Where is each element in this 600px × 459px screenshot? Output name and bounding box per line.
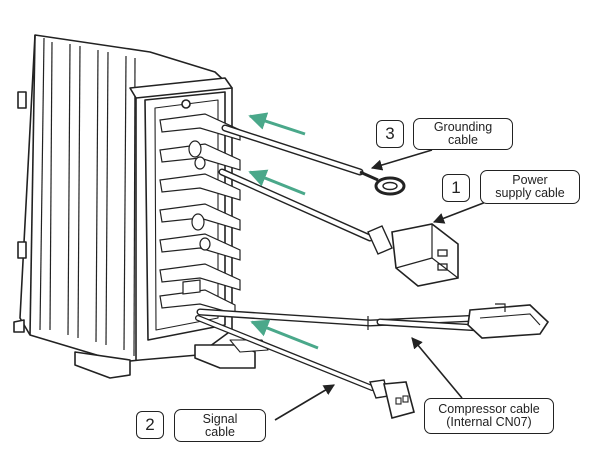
callout-number-1: 1 xyxy=(442,174,470,202)
grounding-cable xyxy=(221,124,406,196)
leader-arrows xyxy=(274,149,487,421)
control-box xyxy=(13,34,269,379)
compressor-cable-label-line2: (Internal CN07) xyxy=(446,415,532,429)
callout-number-3: 3 xyxy=(376,120,404,148)
grounding-cable-label-line2: cable xyxy=(448,133,478,147)
insertion-arrows xyxy=(248,112,319,350)
signal-cable-label-line2: cable xyxy=(205,424,235,439)
signal-cable xyxy=(195,315,415,419)
grounding-cable-label-line1: Grounding xyxy=(433,120,493,134)
compressor-cable xyxy=(196,303,550,339)
compressor-cable-label: Compressor cable (Internal CN07) xyxy=(424,398,554,434)
callout-number-2: 2 xyxy=(136,411,164,439)
power-supply-cable-label-line1: Power xyxy=(512,173,548,187)
power-supply-cable-label-line2: supply cable xyxy=(495,186,565,200)
power-supply-cable xyxy=(218,168,459,287)
compressor-cable-label-line1: Compressor cable xyxy=(438,402,540,416)
grounding-cable-label: Grounding cable xyxy=(413,118,513,150)
signal-cable-label: Signal cable xyxy=(174,409,266,442)
signal-cable-label-line1: Signal xyxy=(202,411,238,426)
power-supply-cable-label: Power supply cable xyxy=(480,170,580,204)
